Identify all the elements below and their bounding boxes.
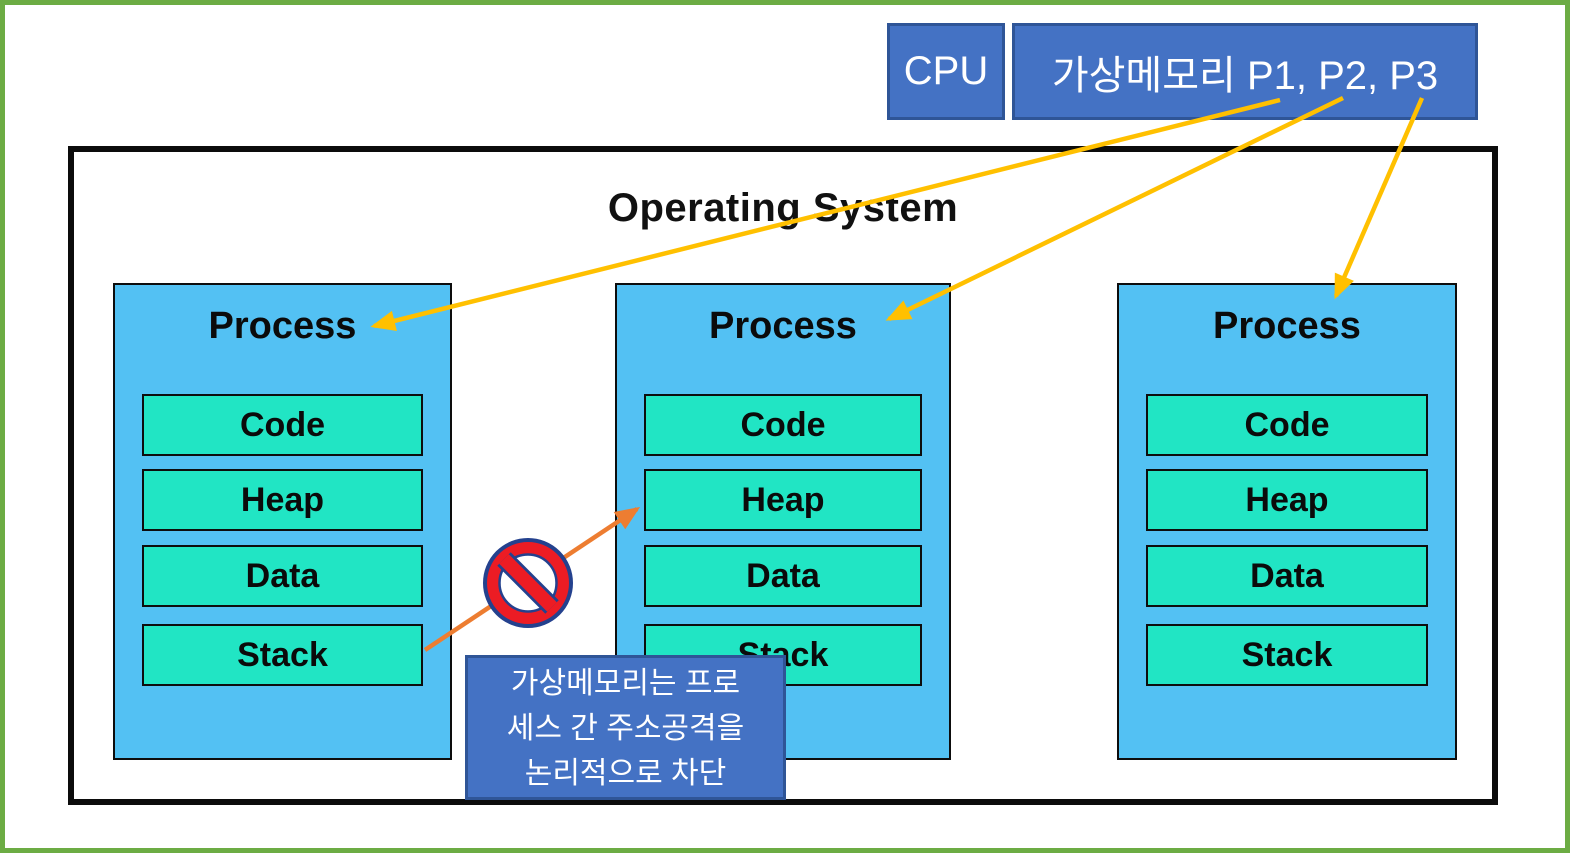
segment-data: Data bbox=[142, 545, 423, 607]
virtual-memory-box: 가상메모리 P1, P2, P3 bbox=[1012, 23, 1478, 120]
process-box-3: Process Code Heap Data Stack bbox=[1117, 283, 1457, 760]
segment-heap: Heap bbox=[644, 469, 922, 531]
note-line: 가상메모리는 프로 bbox=[510, 667, 741, 700]
segment-code: Code bbox=[142, 394, 423, 456]
segment-code: Code bbox=[1146, 394, 1428, 456]
segment-heap: Heap bbox=[142, 469, 423, 531]
cpu-box: CPU bbox=[887, 23, 1005, 120]
virtual-memory-label: 가상메모리 P1, P2, P3 bbox=[1051, 53, 1439, 98]
process-title: Process bbox=[208, 305, 357, 347]
process-box-1: Process Code Heap Data Stack bbox=[113, 283, 452, 760]
operating-system-title: Operating System bbox=[607, 186, 959, 230]
segment-code: Code bbox=[644, 394, 922, 456]
segment-data: Data bbox=[644, 545, 922, 607]
process-title: Process bbox=[1213, 305, 1361, 347]
segment-stack: Stack bbox=[1146, 624, 1428, 686]
cpu-label: CPU bbox=[903, 49, 989, 93]
process-title: Process bbox=[709, 305, 857, 347]
note-line: 세스 간 주소공격을 bbox=[506, 712, 745, 745]
segment-data: Data bbox=[1146, 545, 1428, 607]
segment-heap: Heap bbox=[1146, 469, 1428, 531]
note-line: 논리적으로 차단 bbox=[524, 757, 727, 790]
virtual-memory-note: 가상메모리는 프로 세스 간 주소공격을 논리적으로 차단 bbox=[465, 655, 786, 800]
segment-stack: Stack bbox=[142, 624, 423, 686]
